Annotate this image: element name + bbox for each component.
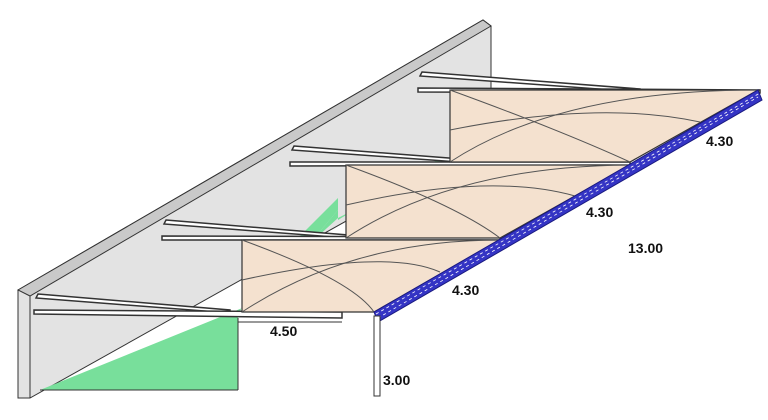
dimension-height: 3.00	[383, 372, 410, 388]
dimension-bay-right: 4.30	[706, 133, 733, 149]
truss-webbing	[375, 92, 761, 319]
canopy-panel	[241, 239, 503, 313]
dimension-total-length: 13.00	[628, 240, 663, 256]
canopy-curves	[241, 89, 759, 313]
dimension-bay-left: 4.30	[452, 282, 479, 298]
rails	[33, 71, 761, 319]
front-column	[373, 315, 381, 397]
back-wall-top-edge	[16, 19, 492, 297]
canopy-panels	[241, 89, 761, 313]
ground-area	[40, 198, 338, 390]
dimension-depth: 4.50	[270, 323, 297, 339]
dimension-bay-middle: 4.30	[586, 204, 613, 220]
